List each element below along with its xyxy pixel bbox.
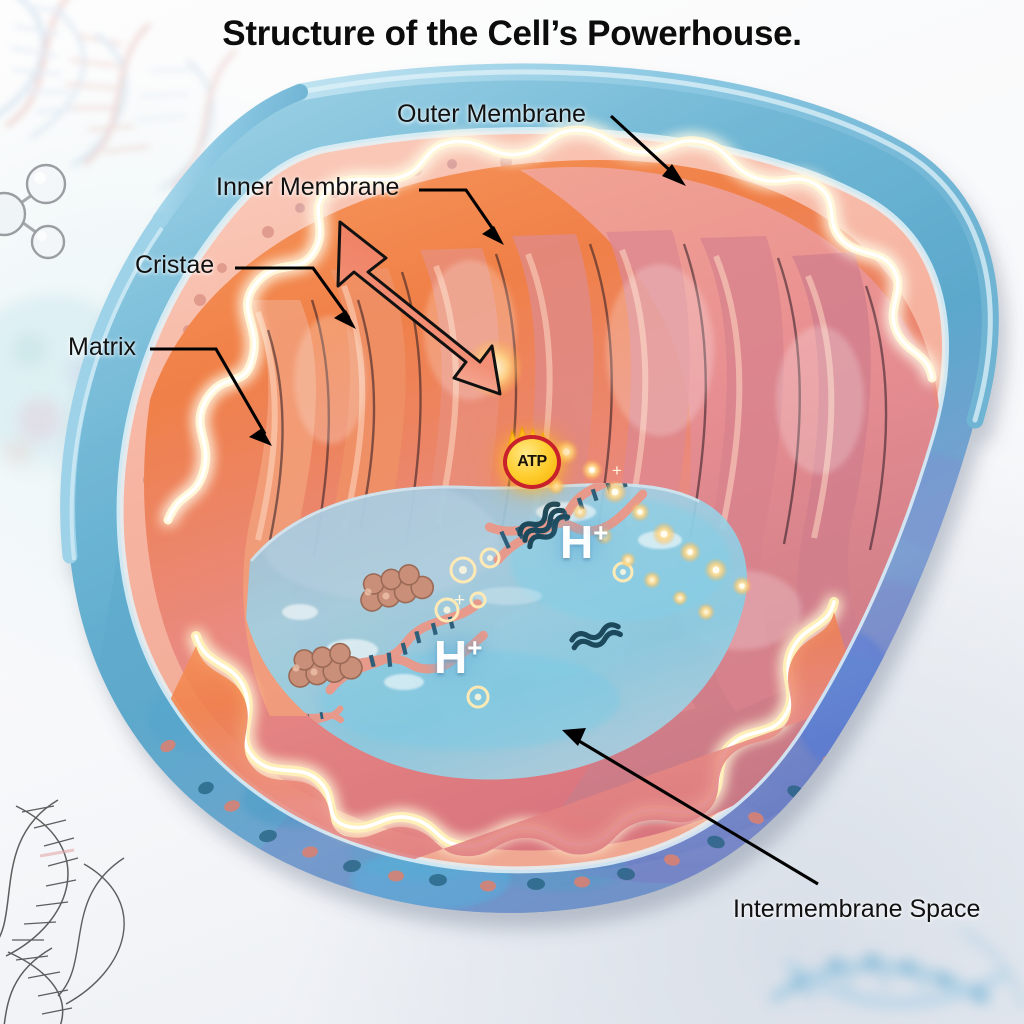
proton-particles: + + [434,461,634,709]
atp-disc: ATP [503,435,561,489]
leader-inner-membrane [419,188,504,245]
atp-badge: ATP [500,427,561,489]
svg-text:+: + [612,461,622,480]
leader-cristae [235,266,356,329]
dna-blue-icon [769,926,1024,1011]
label-inner-membrane: Inner Membrane [216,173,400,201]
proton-gradient-arrow [336,220,502,396]
dna-helix-faded-icon [0,0,238,192]
label-cristae: Cristae [135,251,215,279]
proton-label-1: H+ [560,516,609,568]
leader-matrix [150,347,272,446]
inner-membrane [163,125,937,525]
atp-label: ATP [517,453,547,470]
leader-outer-membrane [609,114,686,186]
page-title: Structure of the Cell’s Powerhouse. [222,14,802,53]
svg-text:+: + [454,590,465,611]
label-matrix: Matrix [68,333,137,361]
proton-label-2: H+ [434,631,483,683]
dna-sketch-icon [0,799,125,1024]
label-outer-membrane: Outer Membrane [397,100,586,128]
protein-coil [517,501,623,651]
label-intermembrane-space: Intermembrane Space [733,895,981,923]
label-leader-lines [150,114,819,886]
molecule-icon [0,163,67,260]
ribosome-cluster [288,563,435,688]
leader-intermembrane-space [562,728,819,886]
